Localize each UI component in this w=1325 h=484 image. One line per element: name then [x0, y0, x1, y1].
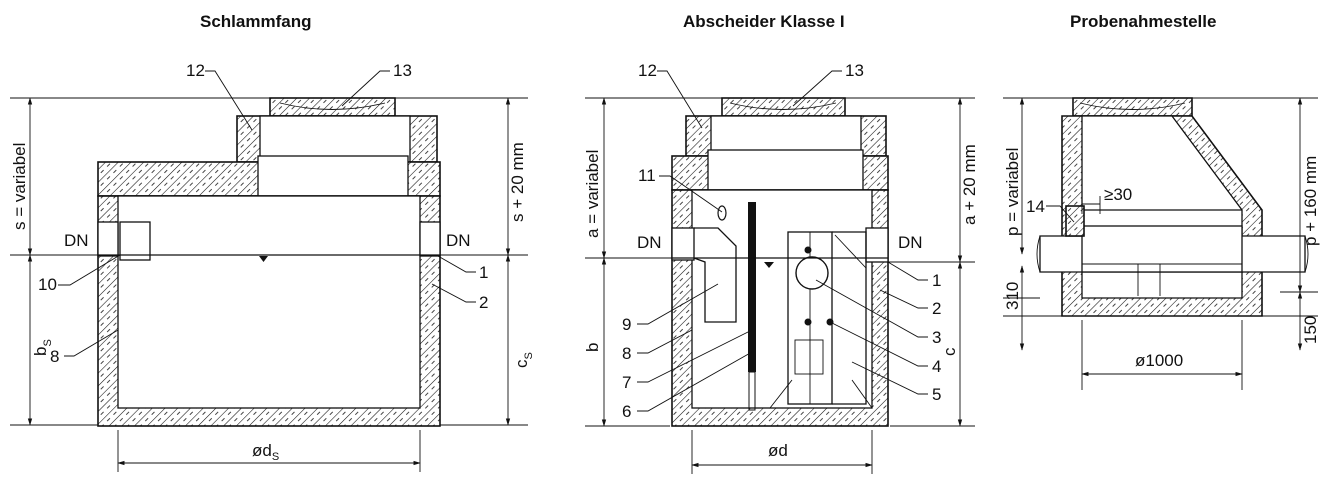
callout-13: 13 [393, 61, 412, 80]
svg-text:cS: cS [512, 352, 535, 368]
dim-310: 310 [1003, 282, 1022, 310]
dim-p-plus-160: p + 160 mm [1301, 156, 1320, 246]
dim-c: c [940, 347, 959, 356]
sep-callout-11: 11 [638, 166, 656, 185]
sep-callout-12: 12 [638, 61, 657, 80]
svg-text:ødS: ødS [252, 441, 279, 463]
sep-callout-2: 2 [932, 299, 941, 318]
callout-2: 2 [479, 293, 488, 312]
dn-left-label: DN [64, 231, 89, 250]
dim-a-plus-20: a + 20 mm [960, 144, 979, 225]
separator-drawing: a = variabel a + 20 mm b c ød DN DN 12 1… [583, 61, 979, 474]
sep-callout-4: 4 [932, 357, 941, 376]
dim-1000: ø1000 [1135, 351, 1183, 370]
sep-dn-right: DN [898, 233, 923, 252]
callout-12: 12 [186, 61, 205, 80]
sep-callout-3: 3 [932, 328, 941, 347]
callout-1: 1 [479, 263, 488, 282]
title-sludge-trap: Schlammfang [200, 12, 311, 31]
title-sampling-point: Probenahmestelle [1070, 12, 1216, 31]
sampling-point-drawing: p = variabel p + 160 mm 310 150 ø1000 ≥3… [1003, 97, 1320, 390]
sep-callout-7: 7 [622, 373, 631, 392]
sep-callout-13: 13 [845, 61, 864, 80]
sep-callout-8: 8 [622, 344, 631, 363]
dim-bs: b [31, 347, 50, 356]
dim-150: 150 [1301, 316, 1320, 344]
dim-cs-sub: S [523, 352, 535, 359]
dim-p-variable: p = variabel [1003, 148, 1022, 236]
sludge-trap-drawing: s = variabel s + 20 mm bS cS ødS DN DN 1… [10, 61, 535, 472]
dim-b: b [583, 343, 602, 352]
sep-dn-left: DN [637, 233, 662, 252]
sep-callout-5: 5 [932, 385, 941, 404]
dim-bs-sub: S [42, 339, 54, 346]
sep-callout-9: 9 [622, 315, 631, 334]
callout-10: 10 [38, 275, 57, 294]
dim-ds: ød [252, 441, 272, 460]
callout-8: 8 [50, 347, 59, 366]
min-30-label: ≥30 [1104, 185, 1132, 204]
dim-ds-sub: S [272, 451, 279, 463]
title-separator: Abscheider Klasse I [683, 12, 845, 31]
dim-s-variable: s = variabel [10, 143, 29, 230]
dim-a-variable: a = variabel [583, 150, 602, 238]
sep-callout-1: 1 [932, 271, 941, 290]
svg-text:bS: bS [31, 339, 54, 356]
dn-right-label: DN [446, 231, 471, 250]
dim-d: ød [768, 441, 788, 460]
dim-s-plus-20: s + 20 mm [508, 142, 527, 222]
dim-cs: c [512, 359, 531, 368]
sep-callout-6: 6 [622, 402, 631, 421]
sp-callout-14: 14 [1026, 197, 1045, 216]
